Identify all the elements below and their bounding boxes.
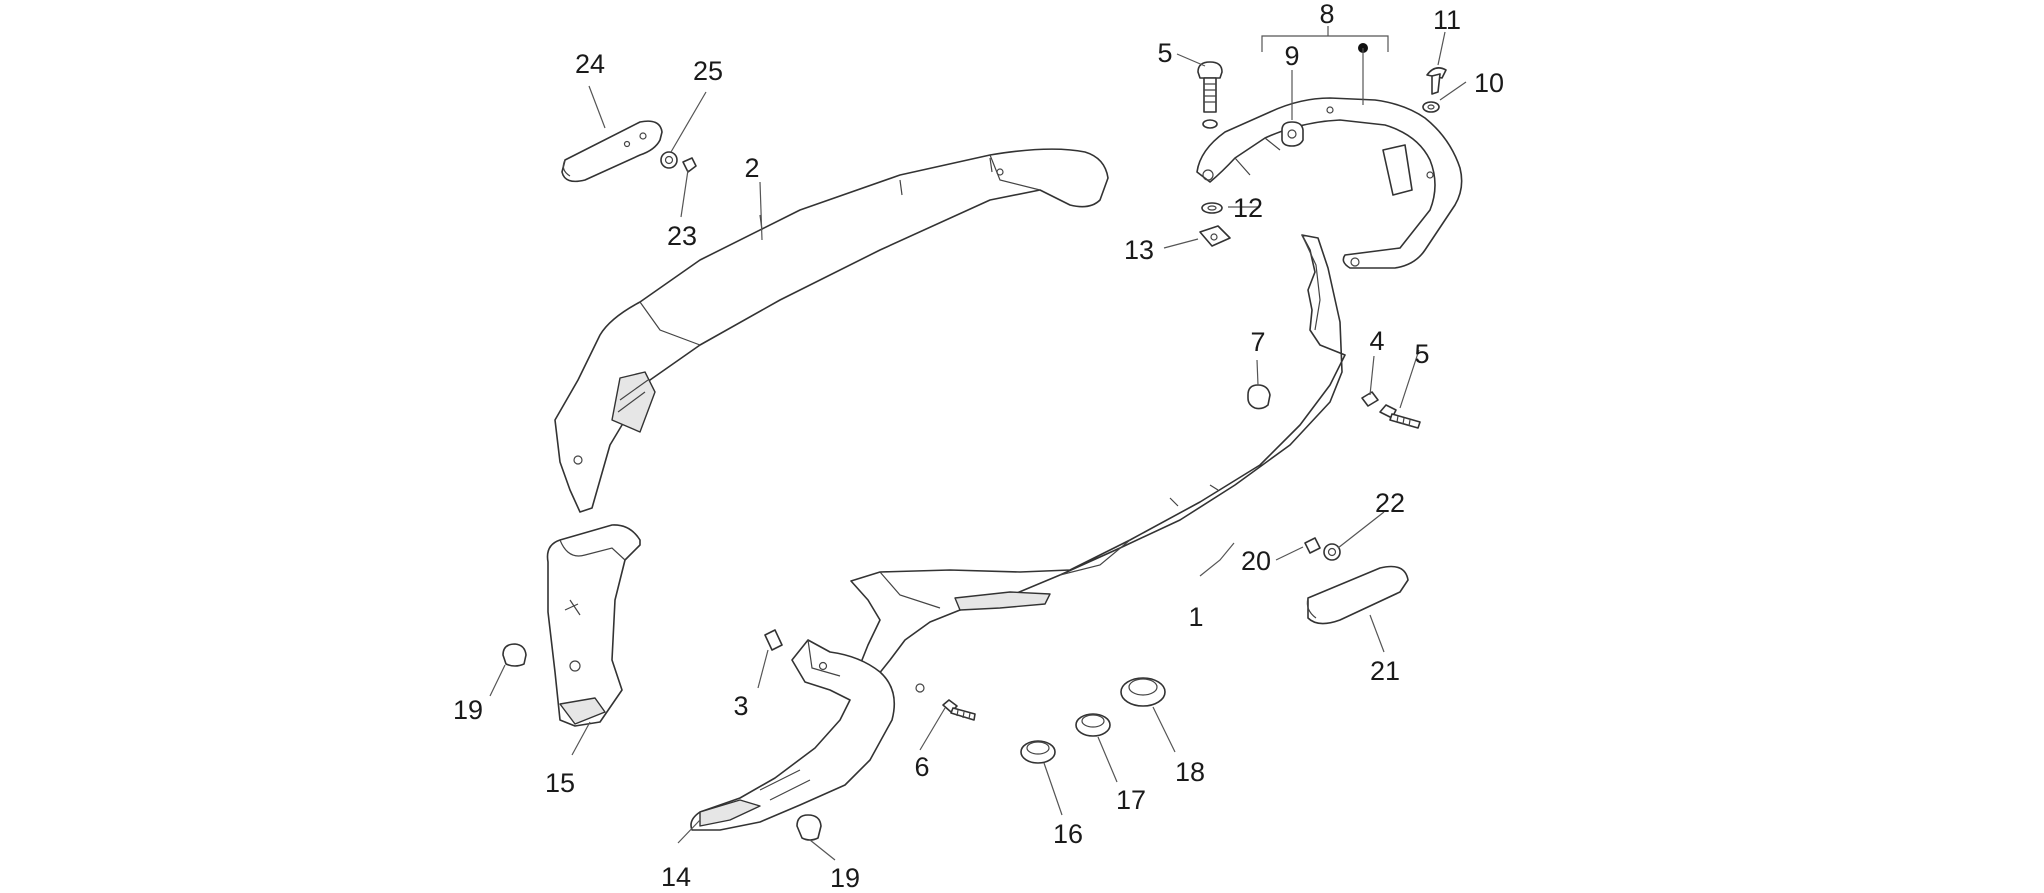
callout-9: 9: [1284, 41, 1299, 71]
part-19-grommet-bottom: [796, 814, 822, 841]
part-25-nut: [660, 151, 678, 169]
part-13-clip-nut: [1199, 225, 1231, 247]
callout-25: 25: [693, 56, 723, 86]
part-9-spacer: [1281, 121, 1304, 147]
callout-4: 4: [1369, 326, 1384, 356]
part-20-clip: [1304, 537, 1321, 554]
part-15-side-panel: [546, 524, 641, 727]
callout-19-left: 19: [453, 695, 483, 725]
part-5-bolt-right: [1379, 404, 1421, 429]
callout-22: 22: [1375, 488, 1405, 518]
part-24-end-cap: [561, 120, 663, 183]
part-21-end-cap: [1306, 565, 1409, 625]
part-17-ring: [1075, 713, 1111, 737]
part-19-grommet-left: [502, 643, 527, 667]
callout-5-right: 5: [1414, 339, 1429, 369]
callout-17: 17: [1116, 785, 1146, 815]
part-11-screw: [1426, 67, 1447, 95]
callout-5-top: 5: [1157, 38, 1172, 68]
callout-8: 8: [1319, 0, 1334, 29]
callout-24: 24: [575, 49, 605, 79]
part-23-clip: [682, 157, 697, 173]
part-3-clip: [764, 629, 783, 651]
part-5-bolt-top: [1197, 61, 1223, 129]
callout-13: 13: [1124, 235, 1154, 265]
callout-2: 2: [744, 153, 759, 183]
callout-19-bottom: 19: [830, 863, 860, 893]
callout-12: 12: [1233, 193, 1263, 223]
part-8-grab-rail: [1196, 97, 1463, 269]
callout-23: 23: [667, 221, 697, 251]
callout-10: 10: [1474, 68, 1504, 98]
callout-16: 16: [1053, 819, 1083, 849]
part-2-upper-cover: [554, 148, 1109, 513]
part-22-nut: [1323, 543, 1341, 561]
part-4-washer: [1361, 391, 1379, 407]
callout-7: 7: [1250, 327, 1265, 357]
callout-labels: 1 2 3 4 5 5 6 7 8 9 10 11 12 13 14 15 16…: [453, 0, 1504, 893]
part-12-washer: [1201, 202, 1223, 214]
leader-lines: [489, 31, 1467, 861]
callout-14: 14: [661, 862, 691, 892]
part-1-main-cover: [850, 234, 1346, 693]
part-18-ring: [1120, 677, 1166, 707]
callout-21: 21: [1370, 656, 1400, 686]
callout-11: 11: [1433, 5, 1461, 35]
part-6-screw: [942, 699, 976, 721]
callout-6: 6: [914, 752, 929, 782]
callout-bracket-8: [1261, 26, 1389, 105]
callout-1: 1: [1188, 602, 1203, 632]
part-16-ring: [1020, 740, 1056, 764]
callout-3: 3: [733, 691, 748, 721]
part-7-grommet: [1247, 384, 1271, 410]
callout-20: 20: [1241, 546, 1271, 576]
callout-18: 18: [1175, 757, 1205, 787]
part-14-lower-inner-cover: [690, 639, 896, 831]
part-10-washer: [1422, 101, 1440, 113]
callout-15: 15: [545, 768, 575, 798]
